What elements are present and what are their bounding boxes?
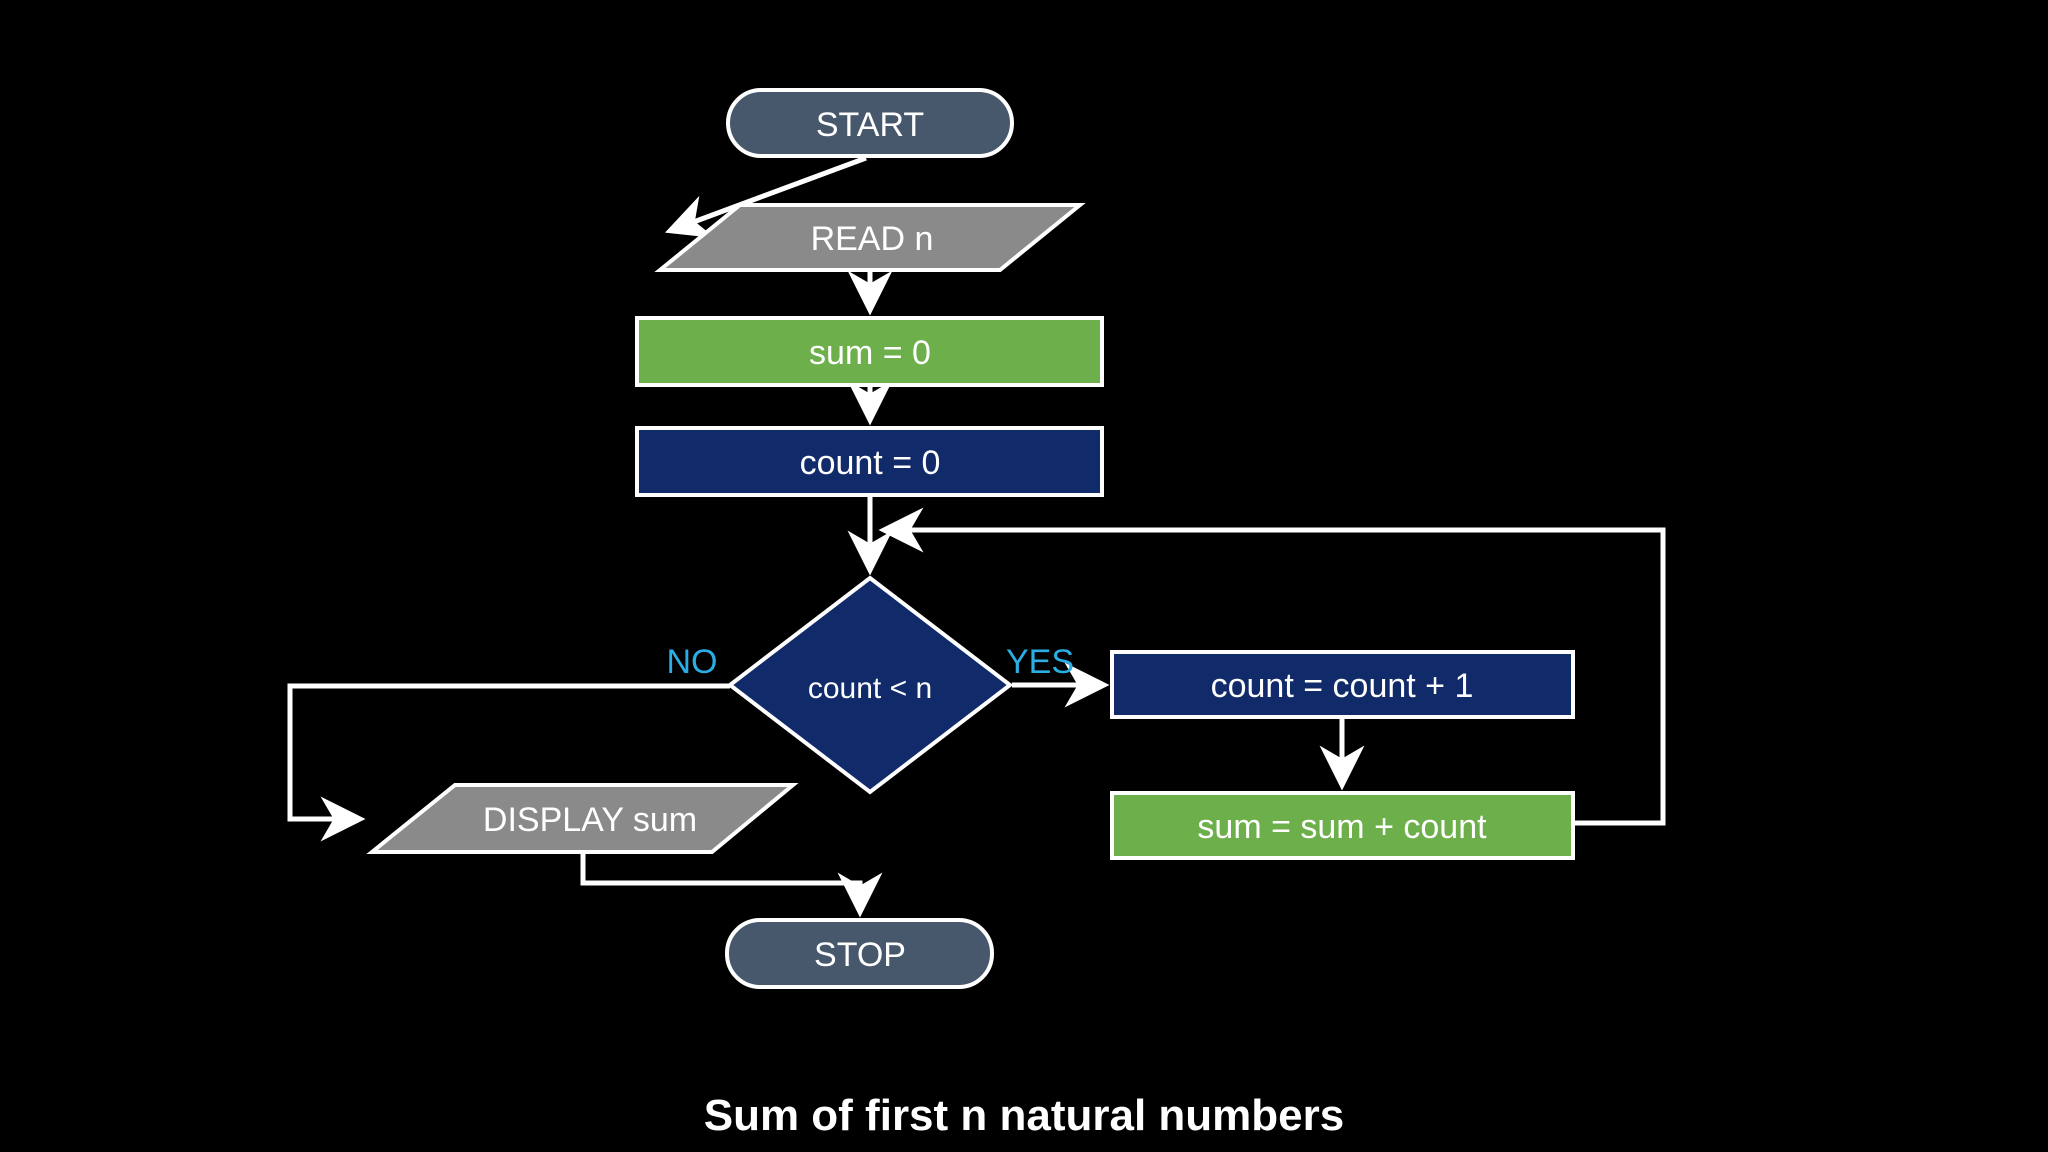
node-stop: STOP xyxy=(725,918,994,989)
node-init-sum: sum = 0 xyxy=(635,316,1104,387)
node-label: START xyxy=(816,106,924,144)
process-shape xyxy=(1110,791,1575,860)
node-label: count < n xyxy=(808,672,932,705)
process-shape xyxy=(1110,650,1575,719)
edge-condition-no-to-display xyxy=(287,683,730,842)
node-display: DISPLAY sum xyxy=(366,783,799,854)
node-label: count = count + 1 xyxy=(1211,667,1474,705)
node-label: sum = sum + count xyxy=(1197,808,1487,846)
edge-accumulate-loop-back xyxy=(878,507,1666,826)
node-label: READ n xyxy=(811,220,934,258)
node-condition: count < n xyxy=(726,575,1014,795)
edge-start-to-read xyxy=(664,155,867,239)
branch-label-no: NO xyxy=(667,643,718,681)
node-accumulate: sum = sum + count xyxy=(1110,791,1575,860)
node-label: sum = 0 xyxy=(809,334,931,372)
terminator-shape xyxy=(725,918,994,989)
io-parallelogram-shape xyxy=(654,203,1086,272)
terminator-shape xyxy=(726,88,1014,158)
node-read-n: READ n xyxy=(654,203,1086,272)
node-label: count = 0 xyxy=(800,444,941,482)
node-start: START xyxy=(726,88,1014,158)
node-increment: count = count + 1 xyxy=(1110,650,1575,719)
slide-title: Sum of first n natural numbers xyxy=(704,1091,1345,1140)
node-init-count: count = 0 xyxy=(635,426,1104,497)
node-label: DISPLAY sum xyxy=(483,801,697,839)
branch-label-yes: YES xyxy=(1006,643,1074,681)
edge-display-to-stop xyxy=(580,854,883,918)
node-label: STOP xyxy=(814,936,906,974)
process-shape xyxy=(635,426,1104,497)
process-shape xyxy=(635,316,1104,387)
io-parallelogram-shape xyxy=(366,783,799,854)
decision-diamond-shape xyxy=(726,575,1014,795)
